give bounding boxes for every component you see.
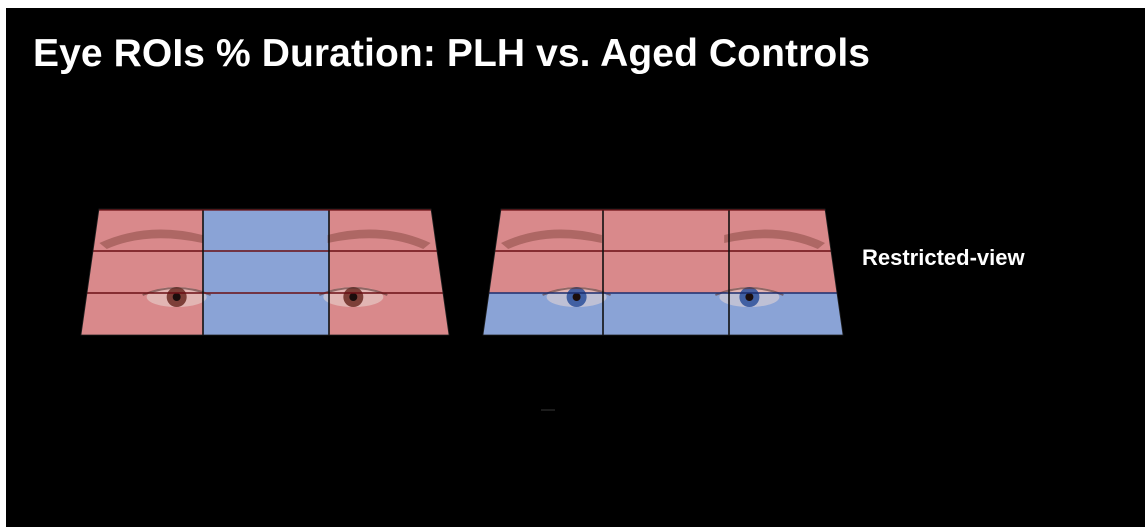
roi-cell-r2-c1 bbox=[483, 251, 603, 293]
face-strip bbox=[483, 209, 843, 335]
slide-title: Eye ROIs % Duration: PLH vs. Aged Contro… bbox=[33, 32, 870, 77]
roi-cell-r1-c3 bbox=[329, 209, 449, 251]
roi-cell-r1-c2 bbox=[203, 209, 329, 251]
roi-cell-r3-c2 bbox=[203, 293, 329, 335]
roi-cell-r1-c2 bbox=[603, 209, 729, 251]
roi-cell-r2-c2 bbox=[203, 251, 329, 293]
roi-cell-r2-c1 bbox=[81, 251, 203, 293]
divider-mark bbox=[541, 409, 555, 411]
right-eye-pupil bbox=[745, 293, 753, 301]
right-face-roi-grid bbox=[483, 209, 843, 337]
roi-cell-r2-c2 bbox=[603, 251, 729, 293]
roi-cell-r2-c3 bbox=[729, 251, 843, 293]
left-eye-pupil bbox=[173, 293, 181, 301]
condition-label: Restricted-view bbox=[862, 245, 1025, 271]
left-face-roi-grid bbox=[81, 209, 449, 337]
roi-cell-r3-c2 bbox=[603, 293, 729, 335]
face-strip bbox=[81, 209, 449, 335]
roi-cell-r1-c1 bbox=[483, 209, 603, 251]
left-eye-pupil bbox=[573, 293, 581, 301]
slide-background: Eye ROIs % Duration: PLH vs. Aged Contro… bbox=[6, 8, 1145, 527]
roi-cell-r2-c3 bbox=[329, 251, 449, 293]
right-eye-pupil bbox=[349, 293, 357, 301]
roi-cell-r1-c1 bbox=[81, 209, 203, 251]
